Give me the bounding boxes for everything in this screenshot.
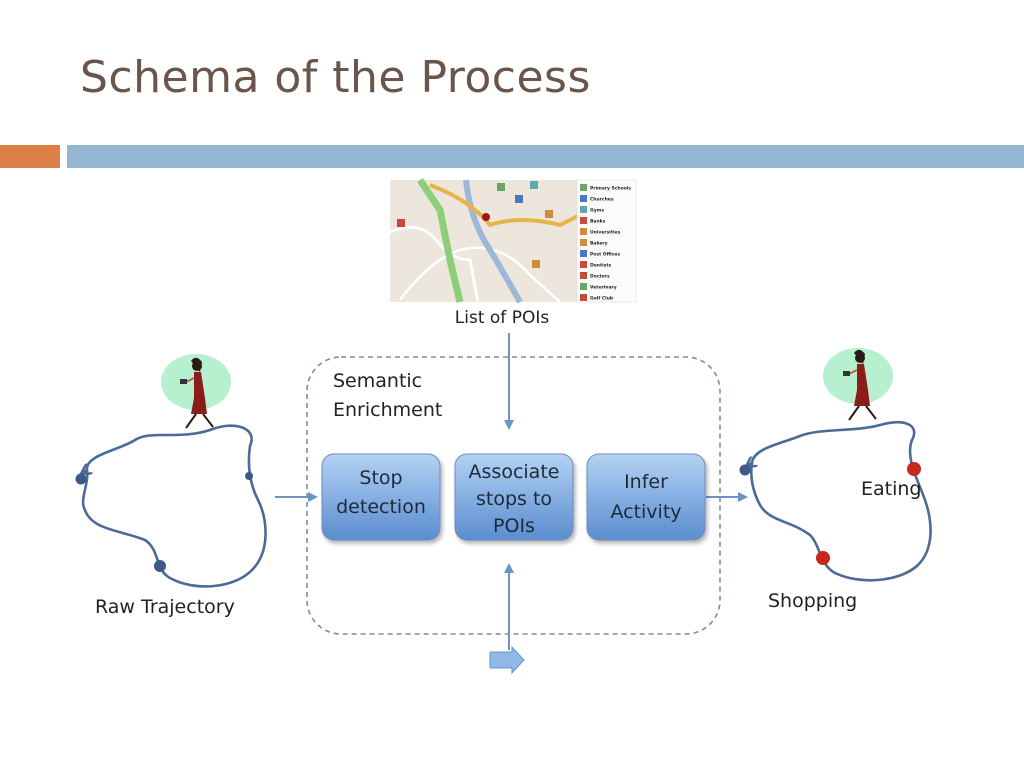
raw-trajectory: [75, 354, 267, 588]
location-pin-icon: [482, 213, 490, 221]
poi-category-icon: [580, 184, 587, 191]
poi-category-icon: [580, 250, 587, 257]
bottom-block-arrow: [489, 645, 525, 675]
stop-dot: [245, 472, 253, 480]
poi-list-caption: List of POIs: [455, 308, 550, 328]
poi-map: Primary SchoolsChurchesGymsBanksUniversi…: [389, 178, 637, 304]
map-marker-icon: [397, 219, 405, 227]
group-label-line1: Semantic: [333, 370, 422, 392]
stop-dot: [739, 464, 751, 476]
group-label-line2: Enrichment: [333, 399, 442, 421]
walking-person-icon: [843, 349, 877, 421]
map-marker-icon: [545, 210, 553, 218]
poi-category-label: Dentists: [590, 263, 612, 269]
poi-category-icon: [580, 283, 587, 290]
activity-dot-shopping: [816, 551, 830, 565]
raw-trajectory-label: Raw Trajectory: [95, 596, 235, 618]
title-divider-bar: [67, 145, 1024, 168]
poi-category-label: Churches: [590, 197, 614, 203]
poi-category-icon: [580, 228, 587, 235]
step-box-stop-detection: Stop detection: [321, 453, 441, 541]
step-box-associate-stops: Associate stops to POIs: [454, 453, 574, 541]
semantic-enrichment-group: [306, 356, 721, 635]
poi-category-label: Banks: [590, 219, 606, 225]
poi-category-label: Doctors: [590, 274, 610, 280]
eating-label: Eating: [861, 478, 921, 500]
stop-dot: [75, 473, 87, 485]
walking-person-icon: [180, 357, 214, 429]
step-box-infer-activity: Infer Activity: [586, 453, 706, 541]
step-label-line1: Associate: [469, 461, 560, 483]
poi-category-icon: [580, 272, 587, 279]
step-label-line1: Infer: [624, 471, 668, 493]
stop-dot: [154, 560, 166, 572]
poi-category-label: Bakery: [590, 241, 608, 247]
shopping-label: Shopping: [768, 590, 857, 612]
map-marker-icon: [497, 183, 505, 191]
poi-category-icon: [580, 261, 587, 268]
step-label-line2: detection: [336, 496, 426, 518]
poi-category-icon: [580, 239, 587, 246]
title-accent-bar: [0, 145, 60, 168]
step-label-line1: Stop: [359, 467, 402, 489]
map-marker-icon: [515, 195, 523, 203]
activity-dot-eating: [907, 462, 921, 476]
poi-category-icon: [580, 217, 587, 224]
poi-category-label: Veterinary: [590, 285, 617, 291]
poi-category-label: Post Offices: [590, 252, 620, 258]
poi-category-icon: [580, 294, 587, 301]
map-marker-icon: [532, 260, 540, 268]
slide-title: Schema of the Process: [80, 52, 591, 103]
enriched-trajectory: [739, 348, 932, 582]
poi-category-label: Universities: [590, 230, 621, 236]
step-label-line3: POIs: [493, 515, 535, 537]
step-label-line2: Activity: [610, 501, 681, 523]
poi-category-icon: [580, 195, 587, 202]
poi-category-label: Gyms: [590, 208, 604, 214]
poi-category-label: Golf Club: [590, 296, 614, 302]
step-label-line2: stops to: [476, 488, 552, 510]
poi-category-label: Primary Schools: [590, 186, 631, 192]
poi-category-icon: [580, 206, 587, 213]
map-marker-icon: [530, 181, 538, 189]
